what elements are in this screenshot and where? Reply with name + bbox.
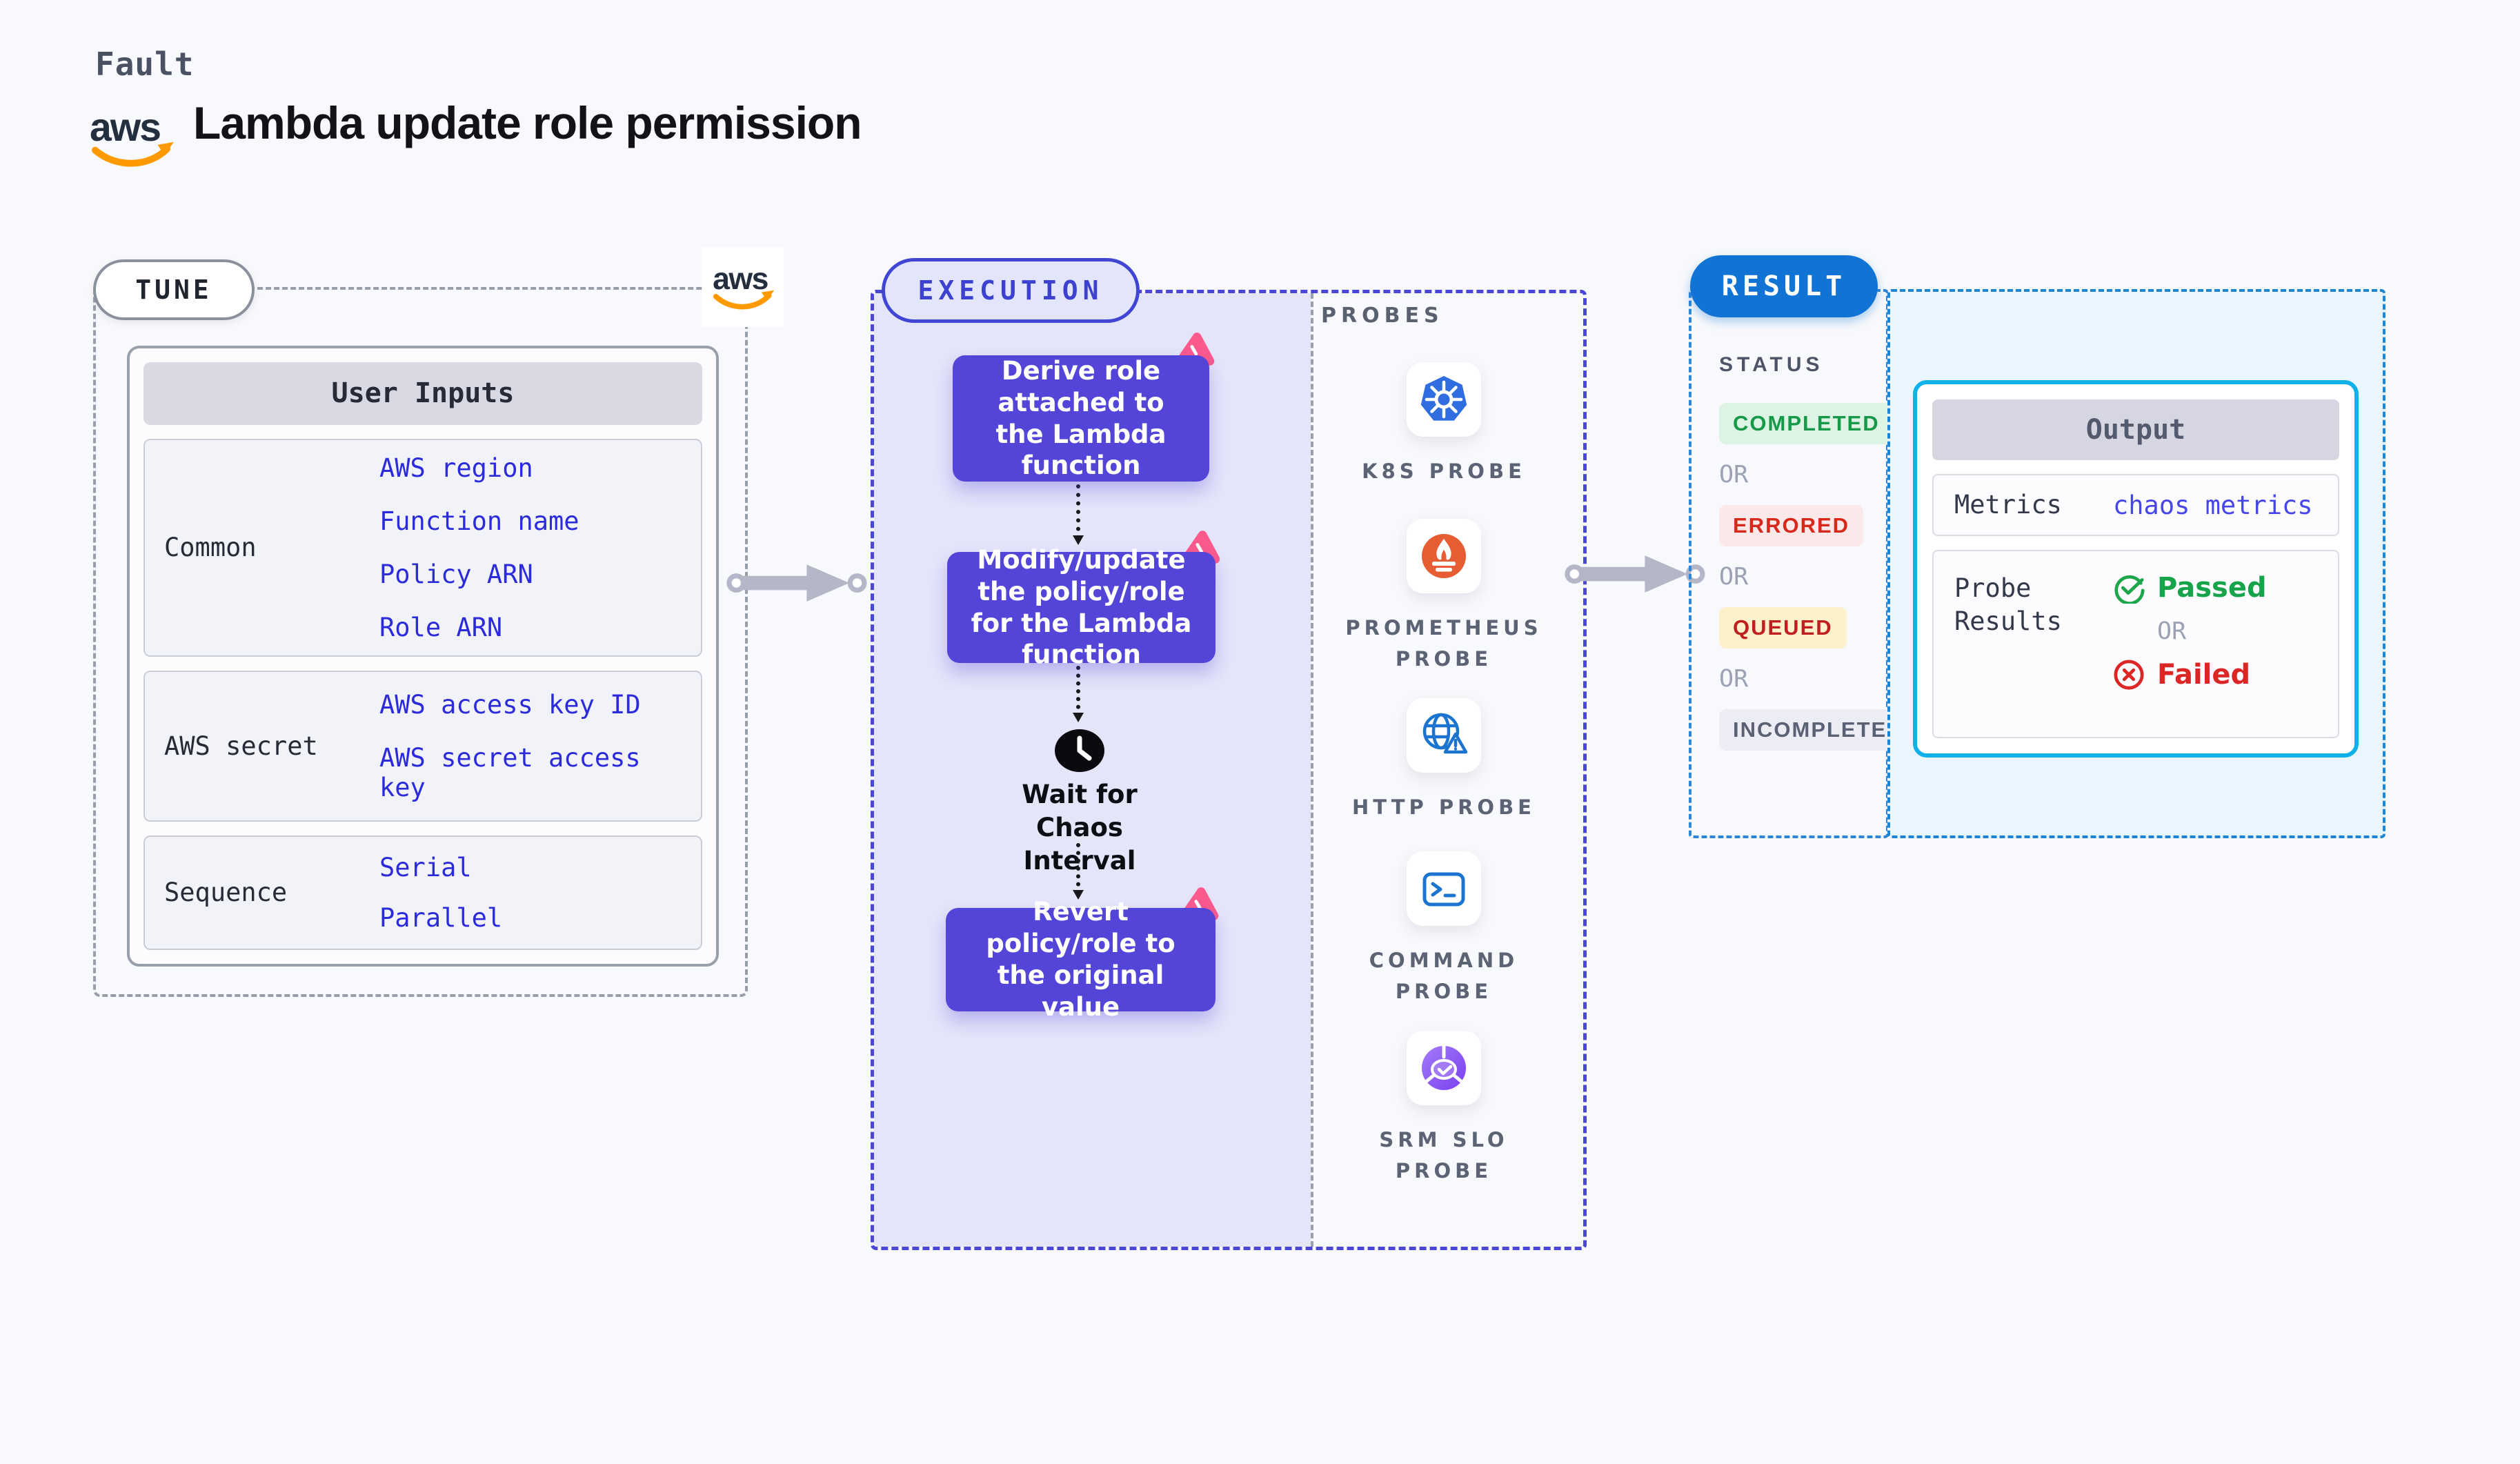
row-label: Common	[164, 533, 257, 563]
probe-label: PROMETHEUS PROBE	[1345, 616, 1542, 671]
table-row-sequence: Sequence Serial Parallel	[143, 835, 702, 950]
slo-gauge-icon	[1422, 1044, 1466, 1090]
probe-srm-slo: SRM SLO PROBE	[1333, 1031, 1554, 1187]
probe-card	[1407, 1031, 1481, 1105]
user-inputs-card: User Inputs Common AWS region Function n…	[127, 346, 719, 967]
check-circle-icon	[2114, 575, 2145, 604]
probe-command: COMMAND PROBE	[1333, 851, 1554, 1007]
fault-kicker: Fault	[95, 46, 195, 83]
result-pill: RESULT	[1690, 255, 1878, 317]
status-badge-errored: ERRORED	[1719, 505, 1864, 546]
probe-label: SRM SLO PROBE	[1379, 1128, 1509, 1183]
probe-prometheus: PROMETHEUS PROBE	[1333, 519, 1554, 675]
probe-failed: Failed	[2113, 659, 2267, 691]
input-value: AWS secret access key	[379, 742, 641, 802]
probe-http: HTTP PROBE	[1333, 698, 1554, 823]
probe-label: K8S PROBE	[1362, 459, 1526, 483]
probe-results-row: Probe Results Passed OR Failed	[1932, 550, 2339, 738]
flow-connector-arrow	[1073, 666, 1084, 722]
status-badge-completed: COMPLETED	[1719, 403, 1894, 444]
aws-swoosh-arrowhead	[157, 141, 175, 155]
aws-smile-swoosh	[713, 293, 772, 310]
input-value: Serial	[379, 852, 472, 882]
probe-label: COMMAND PROBE	[1369, 949, 1519, 1003]
input-value: Role ARN	[379, 612, 503, 642]
status-label: STATUS	[1719, 353, 1824, 376]
status-badge-queued: QUEUED	[1719, 607, 1847, 649]
probe-card	[1407, 519, 1481, 593]
metrics-label: Metrics	[1954, 489, 2062, 520]
prometheus-icon	[1422, 534, 1466, 578]
probe-results-label: Probe Results	[1954, 573, 2062, 637]
terminal-icon	[1422, 872, 1465, 907]
probes-divider	[1311, 293, 1313, 1247]
x-circle-icon	[2114, 660, 2144, 690]
page-title: Lambda update role permission	[193, 97, 862, 148]
step-revert-policy: Revert policy/role to the original value	[946, 897, 1216, 1022]
execution-to-result-arrow	[1565, 555, 1705, 593]
tune-to-execution-arrow	[726, 564, 867, 602]
clock-icon	[1055, 729, 1104, 772]
row-values: Serial Parallel	[379, 851, 676, 935]
probe-label: HTTP PROBE	[1351, 795, 1536, 819]
flow-connector-arrow	[1073, 484, 1084, 545]
row-label: AWS secret	[164, 731, 318, 761]
status-column: STATUS COMPLETED OR ERRORED OR QUEUED OR…	[1719, 353, 1918, 751]
aws-logo-text: aws	[90, 106, 160, 150]
probe-card	[1407, 362, 1481, 437]
probes-label: PROBES	[1321, 304, 1444, 328]
probe-k8s: K8S PROBE	[1333, 362, 1554, 487]
input-value: AWS region	[379, 453, 533, 483]
step-derive-role: Derive role attached to the Lambda funct…	[953, 355, 1209, 482]
chaos-metrics-link: chaos metrics	[2113, 490, 2313, 520]
or-separator: OR	[1719, 461, 1749, 488]
kubernetes-icon	[1420, 376, 1467, 421]
input-value: AWS access key ID	[379, 689, 641, 720]
execution-pill: EXECUTION	[882, 258, 1140, 323]
row-values: AWS access key ID AWS secret access key	[379, 686, 676, 807]
user-inputs-header: User Inputs	[143, 362, 702, 425]
metrics-row: Metrics chaos metrics	[1932, 474, 2339, 536]
aws-corner-logo-wrap: aws	[702, 247, 784, 327]
table-row-common: Common AWS region Function name Policy A…	[143, 438, 702, 657]
or-separator: OR	[1719, 563, 1749, 591]
or-separator: OR	[1719, 665, 1749, 693]
status-badge-incompleted: INCOMPLETED	[1719, 709, 1918, 751]
failed-label: Failed	[2157, 659, 2251, 691]
table-row-aws-secret: AWS secret AWS access key ID AWS secret …	[143, 670, 702, 822]
output-header: Output	[1932, 399, 2339, 460]
input-value: Policy ARN	[379, 559, 533, 589]
row-values: AWS region Function name Policy ARN Role…	[379, 453, 676, 642]
aws-logo-text: aws	[713, 262, 768, 296]
step-modify-policy: Modify/update the policy/role for the La…	[947, 545, 1216, 669]
tune-section-box	[93, 287, 748, 997]
aws-swoosh-arrowhead	[761, 290, 775, 301]
probe-card	[1407, 851, 1481, 926]
aws-smile-swoosh	[91, 145, 171, 167]
flow-connector-arrow	[1073, 843, 1084, 900]
aws-logo: aws	[713, 262, 775, 310]
row-label: Sequence	[164, 878, 288, 908]
globe-alert-icon	[1422, 713, 1468, 754]
output-card: Output Metrics chaos metrics Probe Resul…	[1913, 380, 2359, 758]
input-value: Function name	[379, 506, 579, 536]
probe-passed: Passed	[2113, 572, 2267, 604]
tune-pill: TUNE	[93, 259, 255, 320]
or-separator: OR	[2157, 617, 2187, 645]
probe-results-values: Passed OR Failed	[2113, 572, 2267, 719]
input-value: Parallel	[379, 902, 503, 933]
probe-card	[1407, 698, 1481, 773]
aws-logo: aws	[90, 106, 175, 167]
passed-label: Passed	[2157, 572, 2267, 604]
